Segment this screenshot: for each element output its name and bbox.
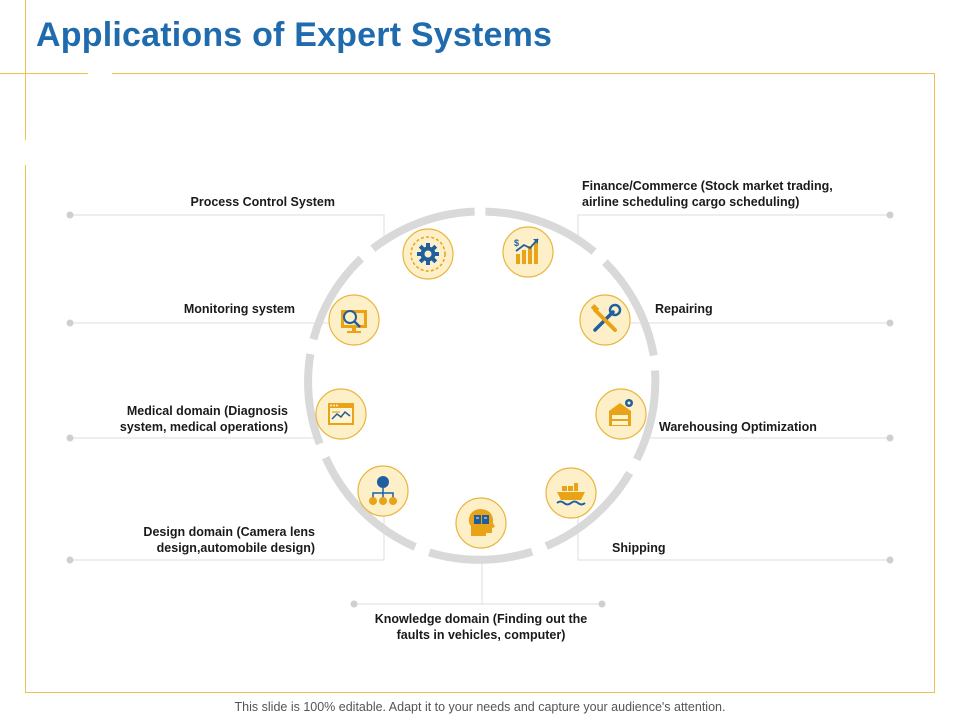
label-monitoring: Monitoring system [183, 302, 295, 316]
hierarchy-icon [357, 465, 409, 517]
svg-text:$: $ [514, 238, 519, 248]
connector-lines [70, 214, 890, 605]
connector-dots [66, 211, 894, 608]
frame-top [112, 73, 935, 74]
label-design: Design domain (Camera lens design,automo… [143, 525, 315, 555]
label-shipping: Shipping [612, 541, 666, 555]
tools-icon [579, 294, 631, 346]
label-repairing: Repairing [655, 302, 713, 316]
browser-chart-icon [315, 388, 367, 440]
warehouse-icon [595, 388, 647, 440]
frame-right [934, 73, 935, 693]
label-warehousing: Warehousing Optimization [659, 420, 817, 434]
slide-title: Applications of Expert Systems [36, 16, 553, 54]
segmented-ring [304, 207, 660, 564]
frame-bottom [25, 692, 935, 693]
gear-icon [402, 228, 454, 280]
label-medical: Medical domain (Diagnosis system, medica… [119, 404, 288, 434]
frame-left-upper [25, 0, 26, 140]
finance-chart-icon: $ [502, 226, 554, 278]
monitor-icon [328, 294, 380, 346]
footer-note: This slide is 100% editable. Adapt it to… [234, 700, 726, 714]
frame-left-lower [25, 165, 26, 693]
ship-icon [545, 467, 597, 519]
label-knowledge: Knowledge domain (Finding out the faults… [374, 612, 588, 642]
head-book-icon [455, 497, 507, 549]
label-process-control: Process Control System [190, 195, 336, 209]
label-finance: Finance/Commerce (Stock market trading, … [582, 179, 833, 209]
frame-top-left [0, 73, 88, 74]
